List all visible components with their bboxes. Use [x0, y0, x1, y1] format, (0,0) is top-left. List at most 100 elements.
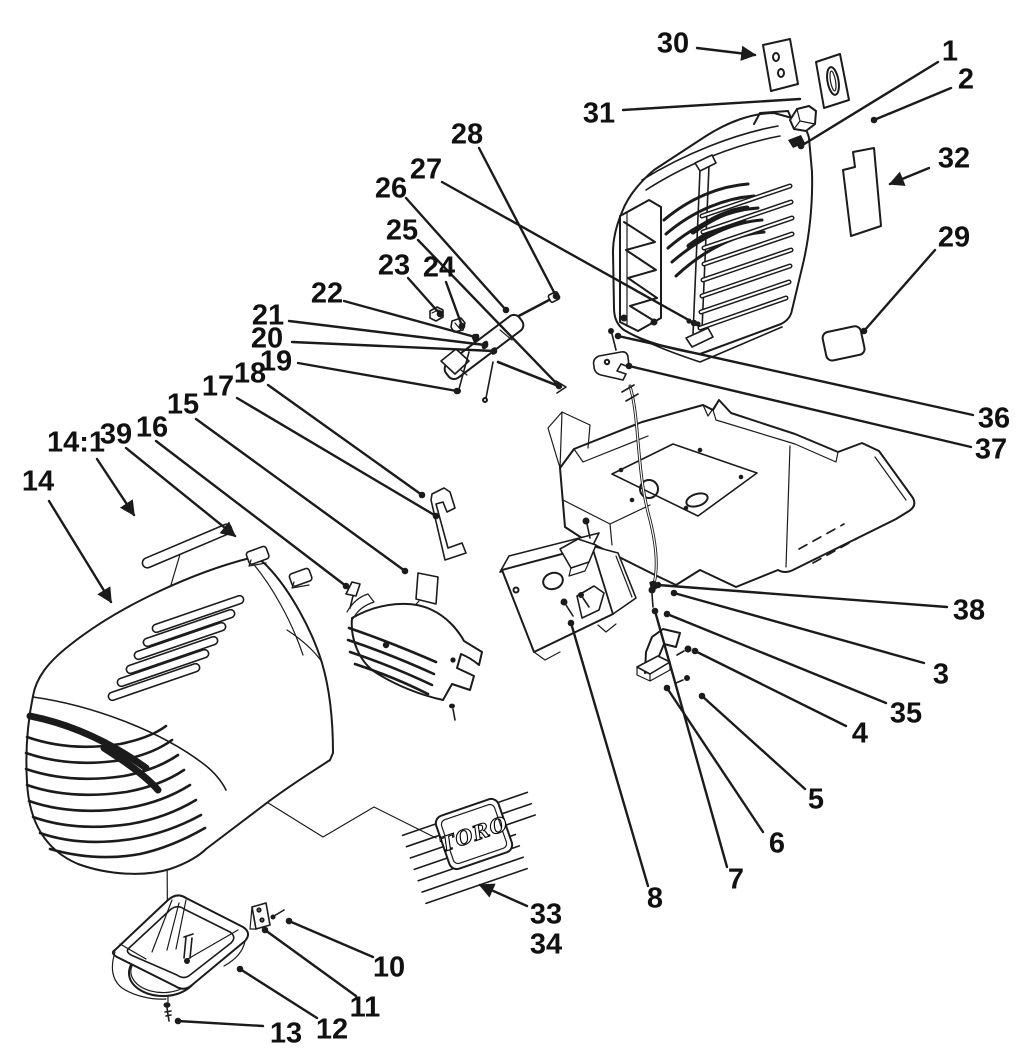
leader-dot: [458, 322, 466, 330]
callout-32: 32: [888, 142, 970, 186]
leader-line-11: [263, 928, 358, 998]
leader-line-1: [799, 60, 940, 148]
leader-line-15: [194, 417, 407, 573]
leader-dot: [481, 341, 489, 349]
callout-label-12: 12: [316, 1013, 348, 1045]
callout-21: 21: [252, 299, 489, 349]
decal-29: [821, 325, 866, 362]
leader-line-2: [872, 86, 953, 122]
callout-label-32: 32: [938, 142, 970, 174]
leader-line-14-1: [95, 457, 136, 517]
leader-line-18: [266, 383, 424, 497]
callout-label-19: 19: [260, 345, 292, 377]
leader-dot: [555, 382, 563, 390]
latch-plate: [249, 902, 285, 930]
release-cable: [621, 384, 658, 591]
callout-label-22: 22: [311, 277, 343, 309]
callout-18: 18: [234, 357, 426, 499]
support-bracket: [430, 487, 467, 561]
leader-line-39: [124, 446, 237, 538]
callout-20: 20: [251, 322, 498, 355]
callout-label-23: 23: [378, 249, 410, 281]
callout-1: 1: [797, 35, 958, 150]
leader-dot: [870, 116, 878, 124]
leader-dot: [490, 347, 498, 355]
callout-label-18: 18: [234, 357, 266, 389]
screw-13: [163, 1002, 172, 1022]
callout-10: 10: [285, 917, 405, 983]
callout-23: 23: [378, 249, 444, 318]
callout-label-11: 11: [350, 991, 381, 1023]
callout-label-33: 33: [530, 898, 562, 930]
callout-38: 38: [654, 581, 985, 626]
callout-label-35: 35: [890, 697, 922, 729]
callout-label-39: 39: [100, 418, 132, 450]
callout-24: 24: [423, 251, 466, 330]
leader-line-30: [695, 45, 757, 61]
callout-12: 12: [236, 965, 348, 1045]
leader-line-36: [616, 334, 975, 417]
callout-label-31: 31: [583, 97, 615, 129]
hood-clips: [245, 545, 313, 589]
grille-housing: [111, 894, 249, 1000]
leader-line-19: [296, 361, 459, 393]
callout-34: 34: [530, 928, 562, 960]
leader-dot: [663, 684, 671, 692]
leader-line-20: [290, 340, 496, 353]
callout-13: 13: [174, 1017, 302, 1049]
leader-dot: [654, 581, 662, 589]
leader-dot: [670, 589, 678, 597]
callout-3: 3: [670, 589, 949, 690]
callout-29: 29: [860, 221, 970, 335]
tower-louvers: [697, 183, 795, 331]
leader-line-13: [176, 1019, 265, 1028]
dash-panel: [499, 517, 637, 661]
callout-label-38: 38: [953, 594, 985, 626]
callout-label-8: 8: [647, 882, 663, 914]
leader-line-22: [342, 299, 477, 339]
callout-label-21: 21: [252, 299, 284, 331]
hood: [24, 556, 334, 875]
callout-label-4: 4: [852, 717, 868, 749]
leader-line-17: [235, 396, 438, 518]
leader-line-24: [444, 280, 464, 328]
callout-8: 8: [567, 619, 663, 914]
callout-17: 17: [202, 370, 440, 520]
leader-dot: [432, 512, 440, 520]
leader-dot: [453, 387, 461, 395]
callout-7: 7: [651, 607, 744, 895]
callout-label-3: 3: [933, 658, 949, 690]
callout-28: 28: [451, 118, 560, 300]
leader-dot: [691, 647, 699, 655]
leader-dot: [471, 333, 479, 341]
ignition-key-part-2: [789, 105, 817, 132]
leader-line-31: [621, 97, 802, 112]
leader-dot: [261, 926, 269, 934]
leader-line-29: [862, 248, 937, 333]
callout-37: 37: [625, 362, 1007, 465]
callout-label-27: 27: [410, 153, 442, 185]
callout-label-24: 24: [423, 251, 455, 283]
leader-line-14: [47, 499, 113, 604]
leader-line-10: [287, 919, 375, 959]
callout-label-26: 26: [375, 172, 407, 204]
leader-line-7: [653, 609, 729, 869]
callout-30: 30: [657, 27, 757, 61]
leader-dot: [663, 610, 671, 618]
callout-25: 25: [386, 214, 563, 390]
leader-dot: [614, 332, 622, 340]
leader-dot: [651, 607, 659, 615]
leader-line-8: [569, 621, 650, 888]
leader-dot: [502, 306, 510, 314]
decal-15: [415, 572, 439, 605]
decal-32: [842, 147, 882, 237]
callout-27: 27: [410, 153, 698, 327]
callout-label-14: 14: [22, 465, 54, 497]
leader-dot: [552, 292, 560, 300]
leader-line-27: [440, 180, 696, 325]
callout-39: 39: [100, 418, 237, 538]
leader-line-21: [287, 319, 487, 347]
toro-emblem: TORO: [401, 791, 536, 905]
callout-36: 36: [614, 332, 1010, 434]
